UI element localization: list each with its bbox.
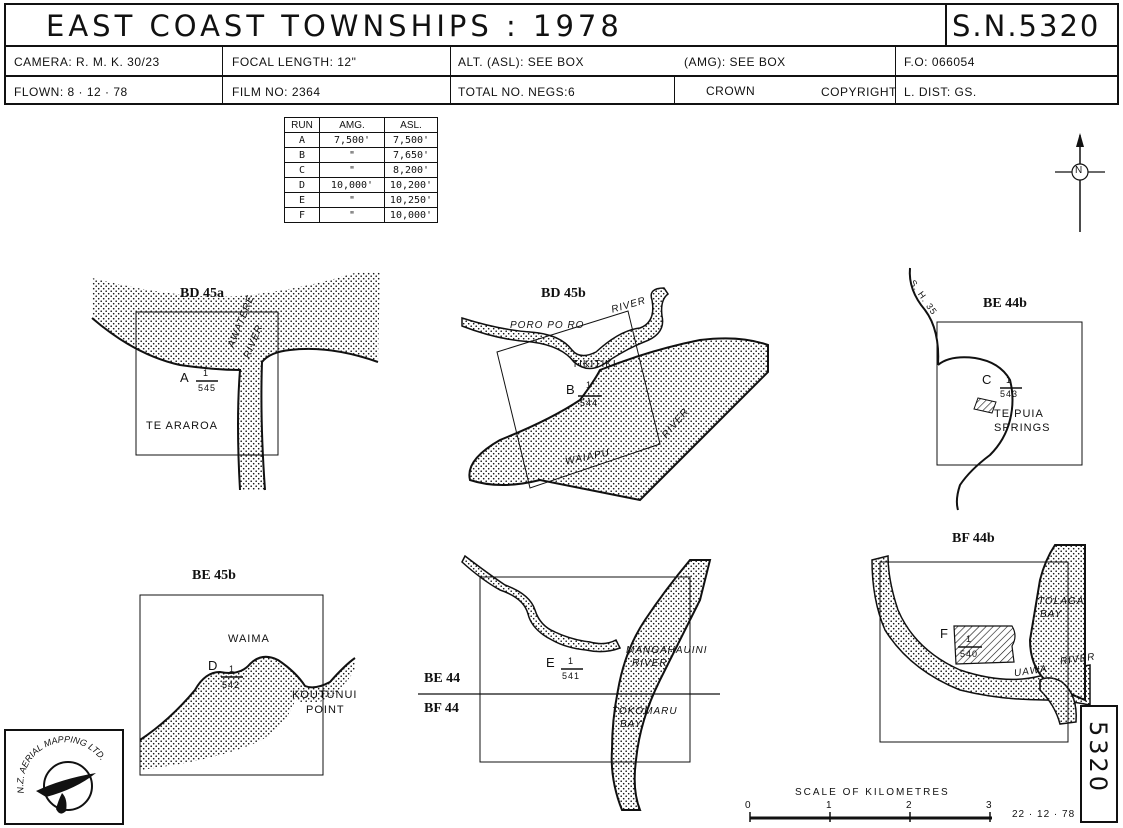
scale-tick-label: 0 bbox=[745, 800, 752, 811]
panel-label-bf44: BF 44 bbox=[424, 701, 459, 716]
fo-field: F.O: 066054 bbox=[904, 55, 975, 69]
north-arrow-icon bbox=[1055, 133, 1105, 232]
scale-tick-label: 2 bbox=[906, 800, 913, 811]
run-letter: F bbox=[940, 626, 949, 641]
nz-aerial-mapping-logo-icon: N.Z. AERIAL MAPPING LTD. bbox=[15, 734, 108, 814]
panel-title-bf44b: BF 44b bbox=[952, 531, 995, 546]
alt-asl-field: ALT. (ASL): SEE BOX bbox=[458, 55, 584, 69]
frame-number: 544 bbox=[580, 398, 599, 408]
point-label: POINT bbox=[306, 704, 345, 716]
neg-number: 1 bbox=[229, 664, 236, 674]
frame-number: 540 bbox=[960, 649, 979, 659]
sheet-number: S.N.5320 bbox=[952, 9, 1101, 43]
neg-number: 1 bbox=[966, 634, 973, 644]
panel-title-bd45b: BD 45b bbox=[541, 286, 586, 301]
header-vline-title bbox=[945, 5, 947, 45]
header-vline-3 bbox=[674, 75, 675, 105]
point-label: KOUTUNUI bbox=[292, 689, 358, 701]
table-row: C"8,200' bbox=[284, 162, 438, 178]
header-divider-1 bbox=[6, 45, 1117, 47]
header-vline-2 bbox=[450, 45, 451, 105]
print-date: 22 · 12 · 78 bbox=[1012, 809, 1076, 820]
total-negs-field: TOTAL NO. NEGS:6 bbox=[458, 85, 576, 99]
copyright-label: COPYRIGHT bbox=[821, 85, 897, 99]
side-number-box: 5320 bbox=[1080, 705, 1118, 823]
table-row: B"7,650' bbox=[284, 147, 438, 163]
run-letter: B bbox=[566, 382, 576, 397]
panel-be44b bbox=[908, 267, 1083, 511]
neg-number: 1 bbox=[586, 380, 593, 390]
river-label: PORO PO RO bbox=[510, 320, 585, 331]
frame-number: 541 bbox=[562, 671, 581, 681]
panel-bd45a bbox=[91, 272, 380, 491]
run-letter: A bbox=[180, 370, 190, 385]
panel-bd45b bbox=[461, 287, 769, 502]
frame-fraction-bars bbox=[196, 380, 1022, 678]
flown-field: FLOWN: 8 · 12 · 78 bbox=[14, 85, 128, 99]
place-label: TE ARAROA bbox=[146, 420, 218, 432]
crown-label: CROWN bbox=[706, 84, 756, 98]
river-label: RIVER bbox=[632, 658, 668, 669]
panel-title-bd45a: BD 45a bbox=[180, 286, 224, 301]
focal-length-field: FOCAL LENGTH: 12" bbox=[232, 55, 357, 69]
panel-bf44b bbox=[871, 544, 1091, 743]
table-row: E"10,250' bbox=[284, 192, 438, 208]
table-row: F"10,000' bbox=[284, 207, 438, 223]
neg-number: 1 bbox=[1006, 375, 1013, 385]
run-letter: C bbox=[982, 372, 993, 387]
north-letter: N bbox=[1075, 165, 1083, 176]
bay-label: BAY bbox=[620, 719, 643, 730]
camera-field: CAMERA: R. M. K. 30/23 bbox=[14, 55, 160, 69]
header-vline-1 bbox=[222, 45, 223, 105]
frame-number: 543 bbox=[1000, 389, 1019, 399]
panel-title-be45b: BE 45b bbox=[192, 568, 236, 583]
bay-label: TOKOMARU bbox=[612, 706, 678, 717]
side-number: 5320 bbox=[1084, 721, 1112, 795]
river-label: MANGAHAUINI bbox=[626, 645, 708, 656]
frame-number: 545 bbox=[198, 383, 217, 393]
logo-box: N.Z. AERIAL MAPPING LTD. bbox=[4, 729, 124, 825]
scale-tick-label: 1 bbox=[826, 800, 833, 811]
panel-be44-bf44 bbox=[418, 554, 720, 811]
run-letter: E bbox=[546, 655, 556, 670]
frame-number: 542 bbox=[222, 680, 241, 690]
run-letter: D bbox=[208, 658, 219, 673]
bay-label: BAY bbox=[1040, 609, 1063, 620]
table-cell: F bbox=[284, 207, 320, 223]
map-title: EAST COAST TOWNSHIPS : 1978 bbox=[46, 9, 623, 43]
header-box: EAST COAST TOWNSHIPS : 1978 S.N.5320 CAM… bbox=[4, 3, 1119, 105]
neg-number: 1 bbox=[568, 656, 575, 666]
place-label: TE PUIA bbox=[994, 408, 1044, 420]
amg-field: (AMG): SEE BOX bbox=[684, 55, 786, 69]
neg-number: 1 bbox=[203, 368, 210, 378]
panel-be45b bbox=[139, 594, 356, 776]
place-label: TIKITIKI bbox=[572, 359, 617, 370]
panel-label-be44: BE 44 bbox=[424, 671, 461, 686]
scale-tick-label: 3 bbox=[986, 800, 993, 811]
panel-title-be44b: BE 44b bbox=[983, 296, 1027, 311]
bay-label: TOLAGA bbox=[1038, 596, 1085, 607]
header-divider-2 bbox=[6, 75, 1117, 77]
scale-bar bbox=[749, 812, 992, 822]
header-vline-4 bbox=[895, 45, 896, 105]
film-no-field: FILM NO: 2364 bbox=[232, 85, 321, 99]
table-cell: 10,000' bbox=[384, 207, 438, 223]
l-dist-field: L. DIST: GS. bbox=[904, 85, 977, 99]
place-label: WAIMA bbox=[228, 633, 270, 645]
place-label: SPRINGS bbox=[994, 422, 1051, 434]
scale-title: SCALE OF KILOMETRES bbox=[795, 787, 950, 798]
